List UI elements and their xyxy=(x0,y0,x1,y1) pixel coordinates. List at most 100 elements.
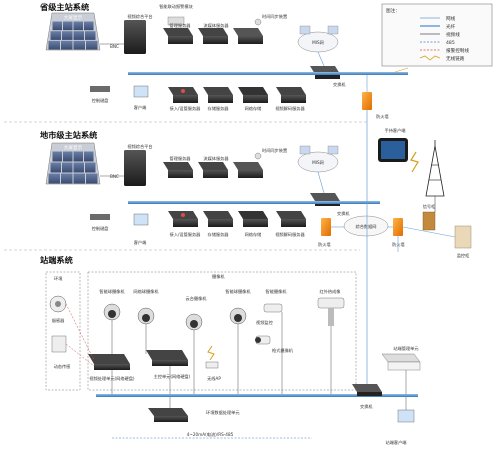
wireless-ap: 无线AP xyxy=(205,345,221,382)
provincial-firewall: 防火墙 xyxy=(362,92,389,120)
svg-text:站端管理单元: 站端管理单元 xyxy=(393,345,418,352)
svg-text:综合数据网: 综合数据网 xyxy=(356,223,377,230)
legend-item: 无线链路 xyxy=(419,55,465,62)
city-stream-server: 流媒体服务器 xyxy=(198,155,229,178)
provincial-keyboard: 控制键盘 xyxy=(90,86,110,104)
city-access-server: 接入/设管服务器 xyxy=(168,211,201,238)
dome-camera-2: 网络球摄像机 xyxy=(133,288,159,325)
svg-text:客户端: 客户端 xyxy=(134,104,147,111)
svg-text:智能球摄像机: 智能球摄像机 xyxy=(225,288,251,295)
door-sensor: 动态传感 xyxy=(51,335,71,370)
svg-text:监控柜: 监控柜 xyxy=(457,252,470,259)
legend-label: 报警控制线 xyxy=(446,47,469,54)
city-matrix: 视频综合平台 xyxy=(124,143,153,186)
provincial-switch: 交换机 xyxy=(310,66,346,88)
provincial-matrix: 视频综合平台 xyxy=(124,13,153,54)
svg-text:烟感器: 烟感器 xyxy=(52,317,65,324)
station-switch: 交换机 xyxy=(352,384,382,410)
videowall-tile xyxy=(62,162,73,173)
legend-item: 网线 xyxy=(420,15,456,22)
svg-text:接入/设管服务器: 接入/设管服务器 xyxy=(170,105,202,112)
bullet-camera: 枪式摄像机 xyxy=(255,335,294,354)
legend-label: 网线 xyxy=(446,15,456,22)
svg-text:存储服务器: 存储服务器 xyxy=(208,231,230,238)
thermal-camera: 红外热成像 xyxy=(317,288,345,326)
city-signal-cabinet: 信号柜 xyxy=(423,203,435,231)
provincial-client: 客户端 xyxy=(134,85,149,111)
svg-text:网络存储: 网络存储 xyxy=(245,105,262,112)
videowall-tile xyxy=(61,173,73,184)
svg-text:时间同步装置: 时间同步装置 xyxy=(262,147,287,154)
svg-text:站端客户端: 站端客户端 xyxy=(386,439,407,446)
city-keyboard: 控制键盘 xyxy=(90,214,110,232)
svg-text:视频解码服务器: 视频解码服务器 xyxy=(275,231,305,238)
legend-item: 485 xyxy=(420,40,455,46)
station-nvr: 视频处理单元(网络硬盘) xyxy=(88,354,135,382)
provincial-mgmt-server: 管理服务器 xyxy=(163,22,193,44)
city-mobile-client: 手持客户端 xyxy=(378,127,408,162)
provincial-alarm-module: 智能联动报警模块 xyxy=(159,3,194,26)
city-integrated-net: 综合数据网 xyxy=(343,215,389,237)
svg-text:手持客户端: 手持客户端 xyxy=(385,127,406,134)
station-title: 站端系统 xyxy=(40,255,74,265)
videowall-tile xyxy=(50,162,61,173)
videowall-tile xyxy=(86,173,98,184)
smoke-detector: 烟感器 xyxy=(49,295,67,324)
city-bnc-label: BNC xyxy=(110,174,119,179)
camera-group-label: 摄像机 xyxy=(212,273,225,280)
city-firewall: 防火墙 xyxy=(318,218,331,248)
legend-label: 视频线 xyxy=(446,31,460,38)
videowall-tile xyxy=(73,162,84,173)
svg-text:存储服务器: 存储服务器 xyxy=(208,105,230,112)
svg-text:时间同步装置: 时间同步装置 xyxy=(262,13,287,20)
videowall-tile xyxy=(52,151,62,162)
ptz-camera: 云台摄像机 xyxy=(186,295,207,331)
dome-camera-1: 智能球摄像机 xyxy=(99,288,125,321)
city-switch: 交换机 xyxy=(310,193,350,217)
city-storage-server: 存储服务器 xyxy=(203,211,233,238)
env-group-box xyxy=(45,271,81,391)
svg-text:无线AP: 无线AP xyxy=(207,375,221,382)
svg-text:流媒体服务器: 流媒体服务器 xyxy=(203,155,229,162)
city-network-storage: 网络存储 xyxy=(238,211,268,238)
city-monitor-cabinet: 监控柜 xyxy=(454,225,472,259)
videowall-tile xyxy=(73,21,83,31)
videowall-tile xyxy=(84,21,94,31)
station-mgmt-unit: 站端管理单元 xyxy=(381,345,421,371)
svg-text:智能联动报警模块: 智能联动报警模块 xyxy=(159,3,193,10)
city-mis-cloud: MIS网 xyxy=(297,145,339,173)
videowall-tile xyxy=(50,31,61,40)
videowall-tile xyxy=(73,40,85,50)
legend-label: 无线链路 xyxy=(446,55,465,62)
videowall-tile xyxy=(52,21,62,31)
city-client: 客户端 xyxy=(134,213,149,246)
videowall-tile xyxy=(86,40,98,50)
svg-text:智能球摄像机: 智能球摄像机 xyxy=(99,288,125,295)
provincial-stream-server: 流媒体服务器 xyxy=(198,22,229,44)
videowall-tile xyxy=(48,40,60,50)
svg-text:动态传感: 动态传感 xyxy=(54,363,71,370)
svg-text:视频综合平台: 视频综合平台 xyxy=(127,13,152,20)
svg-text:交换机: 交换机 xyxy=(333,81,346,88)
svg-text:管理服务器: 管理服务器 xyxy=(170,155,192,162)
provincial-bnc-label: BNC xyxy=(110,44,119,49)
station-nvr2: 主控单元(网络硬盘) xyxy=(146,350,191,380)
provincial-decoder-server: 视频解码服务器 xyxy=(275,87,306,112)
svg-text:网络球摄像机: 网络球摄像机 xyxy=(133,288,159,295)
provincial-title: 省级主站系统 xyxy=(39,2,90,12)
svg-text:控制键盘: 控制键盘 xyxy=(92,225,109,232)
legend-title: 图注： xyxy=(386,7,400,14)
videowall-tile xyxy=(73,173,85,184)
dome-camera-3: 智能球摄像机 xyxy=(225,288,251,325)
svg-text:大屏显示: 大屏显示 xyxy=(64,14,83,21)
svg-text:MIS网: MIS网 xyxy=(312,40,324,46)
videowall-tile xyxy=(73,151,83,162)
camera-group-box xyxy=(87,271,357,391)
svg-text:防火墙: 防火墙 xyxy=(376,113,389,120)
svg-text:流媒体服务器: 流媒体服务器 xyxy=(203,22,229,29)
env-group-label: 环境 xyxy=(54,275,62,282)
legend-label: 光纤 xyxy=(446,23,456,30)
videowall-tile xyxy=(63,21,73,31)
